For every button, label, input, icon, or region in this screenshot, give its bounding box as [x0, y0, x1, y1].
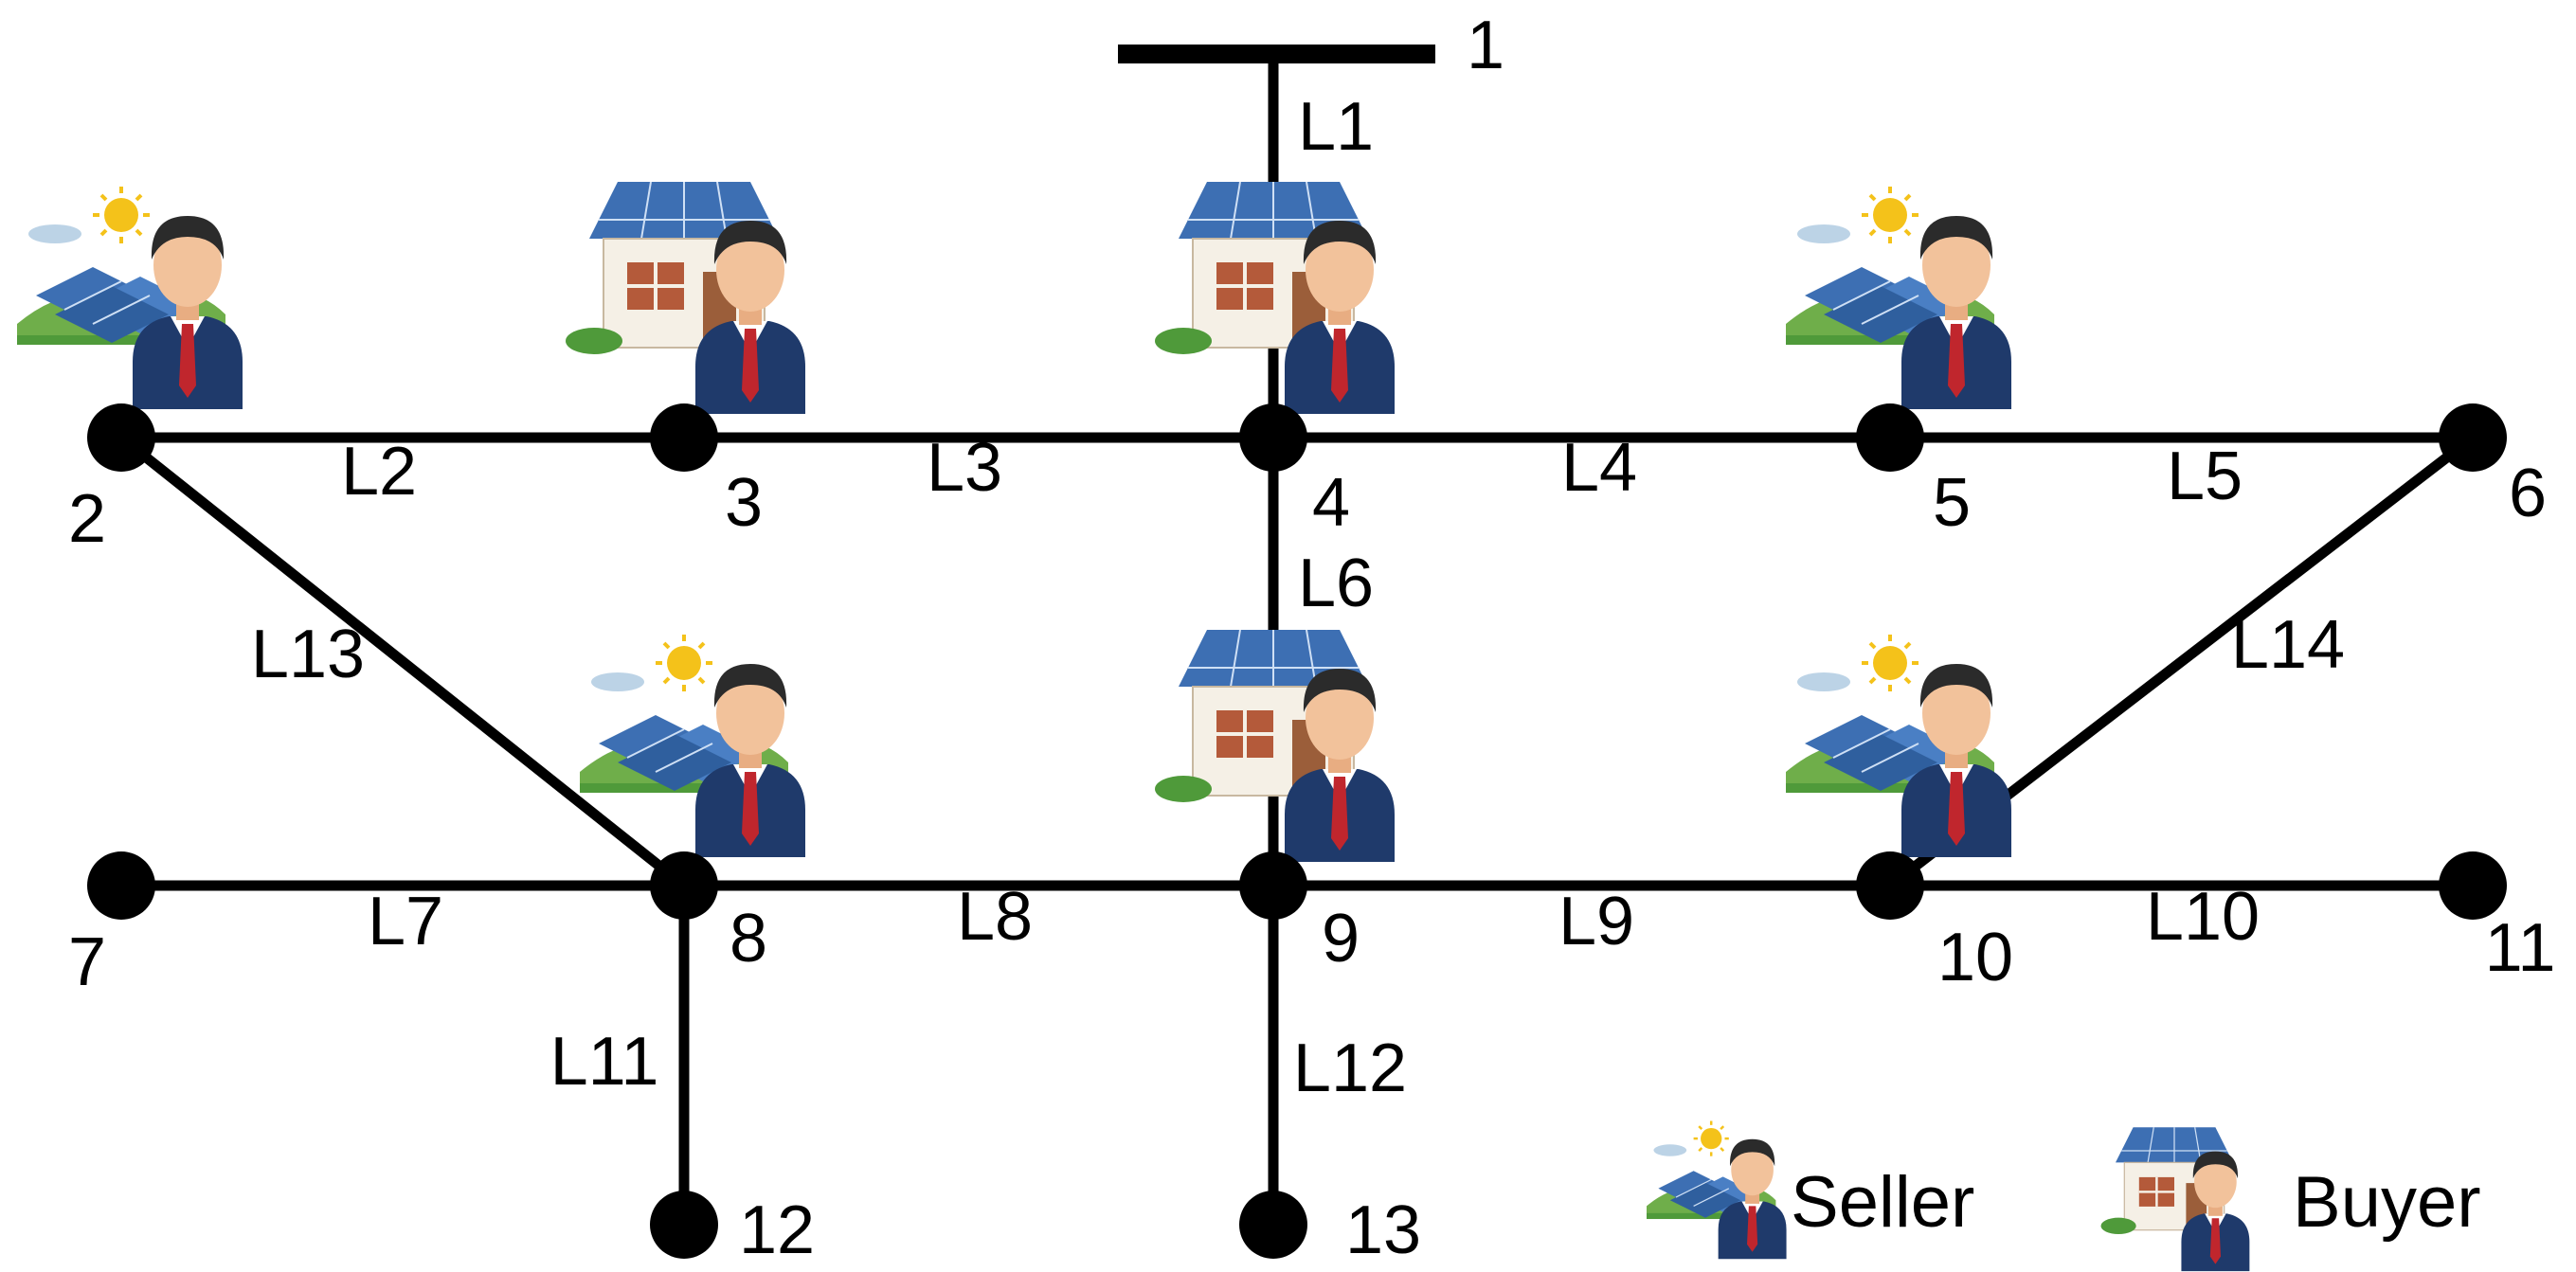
line-label-l1: L1: [1298, 89, 1374, 165]
bus-node-4: [1239, 403, 1307, 472]
bus-node-10: [1856, 851, 1924, 920]
bus-node-6: [2439, 403, 2507, 472]
buyer-icon-node-3: [566, 182, 805, 414]
node-label-5: 5: [1933, 465, 1971, 541]
seller-icon-node-5: [1786, 187, 2011, 409]
seller-icon-node-2: [17, 187, 243, 409]
line-layer: [117, 45, 2477, 1225]
line-label-l3: L3: [927, 430, 1002, 506]
legend-seller-label: Seller: [1791, 1162, 1974, 1243]
bus-node-7: [87, 851, 155, 920]
line-label-l13: L13: [251, 617, 365, 692]
node-label-8: 8: [730, 901, 767, 976]
line-label-l4: L4: [1561, 430, 1637, 506]
bus-node-11: [2439, 851, 2507, 920]
node-label-4: 4: [1312, 465, 1350, 541]
line-label-l12: L12: [1293, 1030, 1407, 1106]
legend-buyer-label: Buyer: [2293, 1162, 2481, 1243]
bus-node-12: [650, 1191, 718, 1259]
line-label-l10: L10: [2146, 879, 2260, 955]
bus-node-5: [1856, 403, 1924, 472]
node-label-12: 12: [739, 1192, 815, 1268]
legend: Seller Buyer: [1647, 1121, 2481, 1272]
line-label-l14: L14: [2231, 607, 2345, 683]
icon-layer: [17, 182, 2011, 862]
node-label-2: 2: [68, 481, 106, 557]
node-label-9: 9: [1322, 901, 1360, 976]
node-label-3: 3: [725, 465, 763, 541]
line-label-l9: L9: [1558, 884, 1634, 959]
bus-node-13: [1239, 1191, 1307, 1259]
node-label-11: 11: [2485, 910, 2556, 986]
bus-node-8: [650, 851, 718, 920]
bus-node-9: [1239, 851, 1307, 920]
bus-node-2: [87, 403, 155, 472]
legend-seller-icon: [1647, 1121, 1787, 1260]
node-label-7: 7: [68, 924, 106, 1000]
line-label-l2: L2: [341, 434, 417, 510]
legend-buyer-icon: [2101, 1127, 2250, 1271]
node-label-13: 13: [1345, 1192, 1421, 1268]
line-label-l11: L11: [550, 1024, 659, 1100]
line-l13: [117, 433, 688, 890]
bus-node-3: [650, 403, 718, 472]
line-label-l7: L7: [368, 884, 443, 959]
node-label-10: 10: [1937, 920, 2013, 995]
line-label-l8: L8: [957, 879, 1033, 955]
line-label-l6: L6: [1298, 546, 1374, 621]
seller-icon-node-10: [1786, 635, 2011, 857]
node-label-1: 1: [1467, 8, 1504, 83]
node-label-6: 6: [2509, 456, 2547, 531]
node-layer: [87, 403, 2507, 1259]
line-label-l5: L5: [2167, 439, 2243, 514]
